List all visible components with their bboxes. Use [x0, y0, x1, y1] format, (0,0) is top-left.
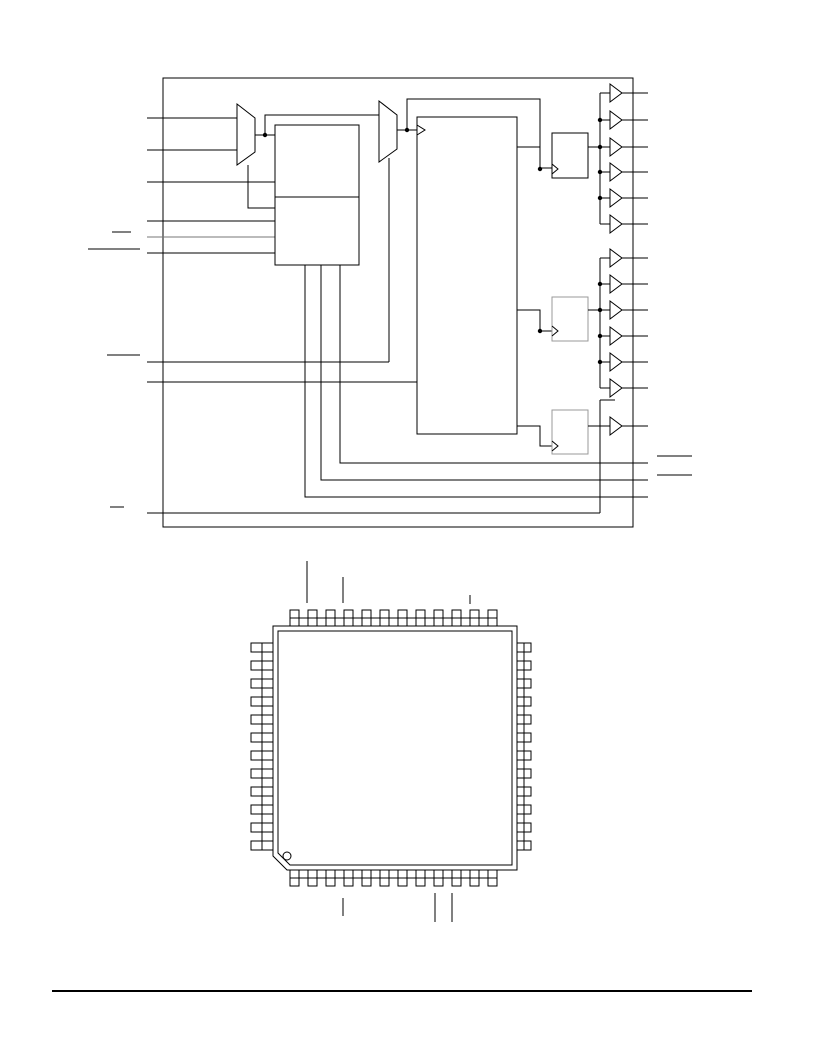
bank3-feed — [517, 425, 552, 447]
junction-dot — [597, 333, 603, 339]
package-pinout — [250, 561, 532, 922]
package-body — [272, 625, 518, 871]
input-mux-2 — [378, 99, 398, 163]
output-buffer — [609, 300, 623, 320]
pin-callouts — [306, 561, 471, 922]
flipflop-3-clock — [551, 440, 559, 452]
output-buffer — [609, 110, 623, 130]
bus-dots — [597, 117, 603, 365]
main-block — [416, 116, 518, 435]
output-buffer — [609, 326, 623, 346]
control-block-lower — [274, 196, 360, 266]
package-inner-outline — [277, 630, 513, 866]
flipflop-2 — [551, 296, 589, 342]
control-block-upper — [274, 124, 360, 198]
junction-dot — [537, 166, 543, 172]
footer-rule — [52, 990, 752, 992]
return-line-1 — [339, 265, 648, 464]
pin1-marker — [282, 851, 292, 861]
return-line-3 — [304, 265, 648, 498]
mux1-select — [247, 165, 275, 209]
output-buffer — [609, 162, 623, 182]
pins-bottom — [289, 869, 498, 887]
bank1-feed — [517, 146, 541, 169]
block-diagram-border — [162, 77, 634, 528]
junction-dot — [597, 307, 603, 313]
flipflop-1 — [551, 132, 589, 179]
return-line-2 — [320, 265, 648, 481]
main-block-clock — [416, 124, 426, 136]
junction-dot — [597, 169, 603, 175]
junction-dot — [537, 328, 543, 334]
output-buffer — [609, 352, 623, 372]
output-buffers — [609, 83, 623, 436]
pins-left — [250, 642, 274, 851]
flipflop-2-clock — [551, 325, 559, 337]
block-diagram — [88, 77, 692, 528]
output-buffer — [609, 188, 623, 208]
feedback-top — [406, 98, 552, 169]
bank2-feed — [517, 309, 552, 332]
junction-dot — [597, 359, 603, 365]
pins-top — [289, 609, 498, 627]
junction-dot — [597, 281, 603, 287]
return-lines — [304, 265, 648, 498]
output-buffer — [609, 416, 623, 436]
output-lines — [622, 92, 648, 427]
output-buffer — [609, 137, 623, 157]
output-buffer — [609, 274, 623, 294]
input-lines — [147, 117, 600, 514]
output-buffer — [609, 378, 623, 398]
output-buffer — [609, 214, 623, 234]
flipflop-1-clock — [551, 163, 559, 175]
bus-taps — [600, 92, 610, 389]
junction-dot — [597, 195, 603, 201]
junction-dot — [597, 117, 603, 123]
flipflop-3 — [551, 409, 589, 455]
output-buffer — [609, 248, 623, 268]
pins-right — [516, 642, 532, 851]
output-buffer — [609, 83, 623, 103]
mux1-to-mux2 — [264, 114, 379, 135]
input-mux-1 — [236, 102, 256, 166]
junction-dot — [597, 144, 603, 150]
overbars-left — [88, 231, 140, 508]
junction-dot — [262, 132, 268, 138]
